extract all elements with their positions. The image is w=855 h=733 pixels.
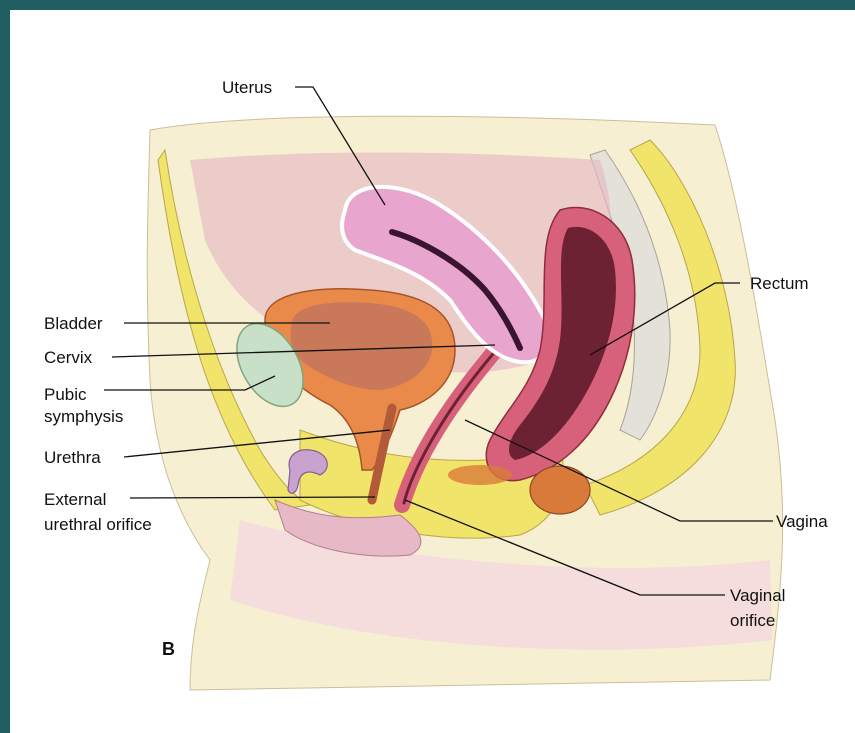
label-cervix: Cervix bbox=[44, 347, 92, 368]
label-rectum: Rectum bbox=[750, 273, 809, 294]
label-vaginal-orifice-line1: Vaginal bbox=[730, 585, 785, 606]
label-vagina: Vagina bbox=[776, 511, 828, 532]
figure-letter: B bbox=[162, 639, 175, 660]
label-uterus: Uterus bbox=[222, 77, 272, 98]
label-urethra: Urethra bbox=[44, 447, 101, 468]
label-pubic-symphysis-line2: symphysis bbox=[44, 406, 123, 427]
anal-sphincter bbox=[530, 466, 590, 514]
label-external-urethral-orifice-line2: urethral orifice bbox=[44, 514, 152, 535]
label-pubic-symphysis-line1: Pubic bbox=[44, 384, 87, 405]
label-external-urethral-orifice-line1: External bbox=[44, 489, 106, 510]
label-vaginal-orifice-line2: orifice bbox=[730, 610, 775, 631]
label-bladder: Bladder bbox=[44, 313, 103, 334]
perineal-muscle bbox=[448, 465, 512, 485]
